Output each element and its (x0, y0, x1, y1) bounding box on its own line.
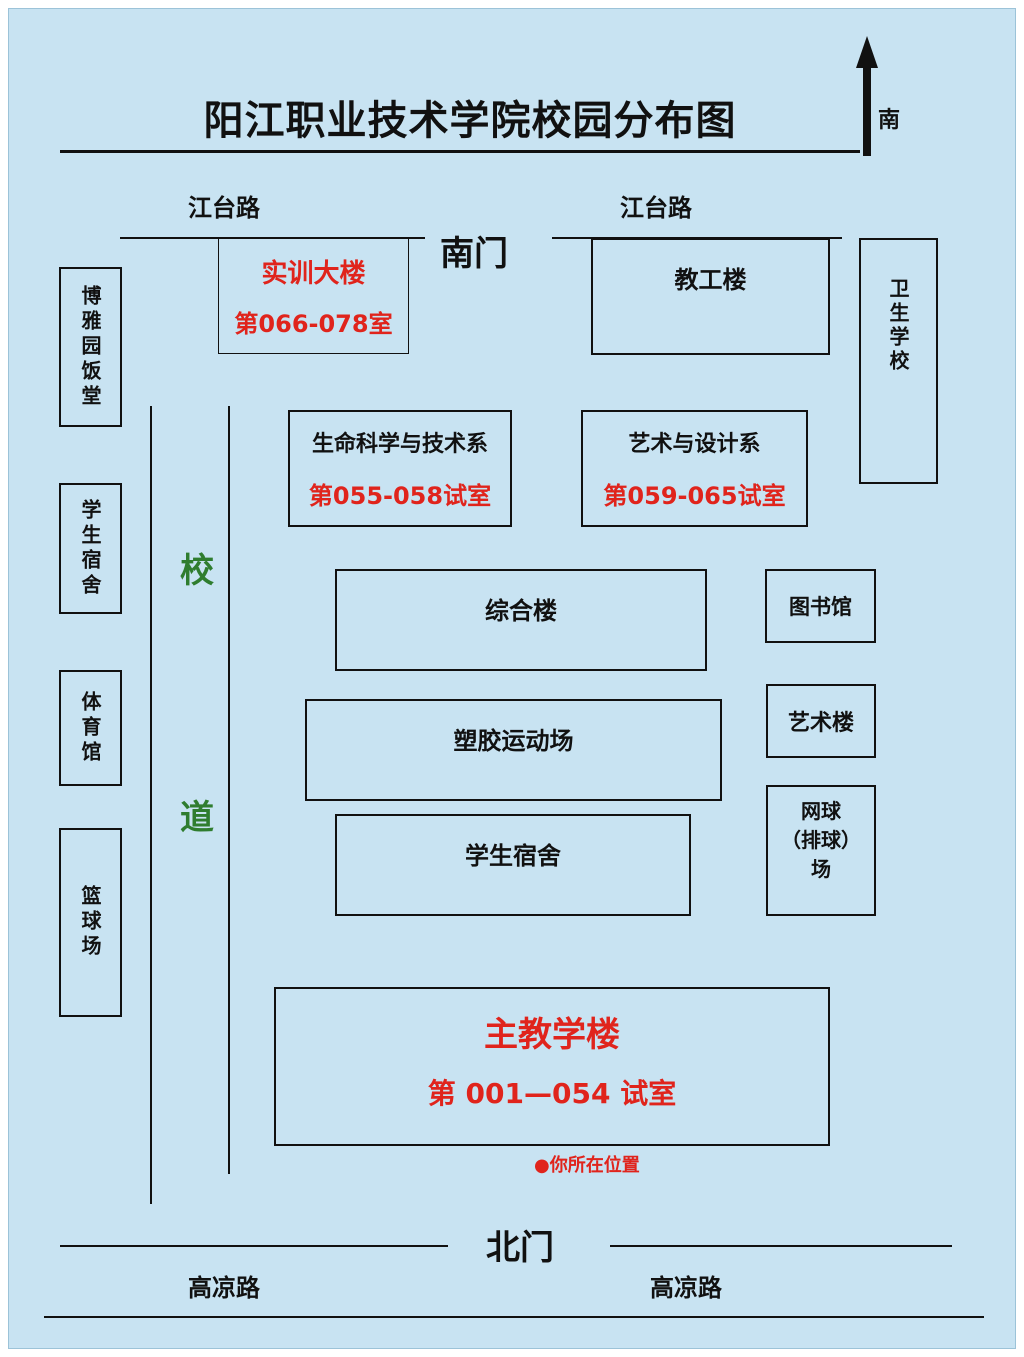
building-health-school-name: 卫生学校 (886, 278, 910, 374)
building-art-name: 艺术楼 (787, 711, 854, 736)
building-canteen-name: 博雅园饭堂 (78, 284, 102, 410)
building-dorm-left[interactable]: 学生宿舍 (59, 483, 122, 614)
campus-road-line-right (228, 406, 230, 1174)
road-label-top-right: 江台路 (620, 194, 692, 222)
map-title: 阳江职业技术学院校园分布图 (203, 98, 737, 144)
building-library[interactable]: 图书馆 (765, 569, 876, 643)
building-training-rooms: 第066-078室 (234, 309, 393, 338)
building-main-teaching-name: 主教学楼 (484, 1015, 620, 1055)
building-art-design-name: 艺术与设计系 (628, 432, 761, 457)
building-art[interactable]: 艺术楼 (766, 684, 876, 758)
building-basketball-name: 篮球场 (78, 885, 102, 960)
campus-road-label-2: 道 (180, 798, 214, 838)
building-health-school[interactable]: 卫生学校 (859, 238, 938, 484)
building-library-name: 图书馆 (789, 595, 852, 619)
building-art-design-rooms: 第059-065试室 (603, 482, 786, 510)
building-tennis[interactable]: 网球 （排球） 场 (766, 785, 876, 916)
building-dorm-center[interactable]: 学生宿舍 (335, 814, 691, 916)
building-tennis-line1: 网球 (801, 799, 841, 823)
building-gym-name: 体育馆 (78, 690, 102, 766)
building-tennis-line2: （排球） (781, 828, 861, 852)
building-main-teaching[interactable]: 主教学楼 第 001—054 试室 (274, 987, 830, 1146)
building-canteen[interactable]: 博雅园饭堂 (59, 267, 122, 427)
building-main-teaching-rooms: 第 001—054 试室 (427, 1077, 677, 1110)
road-label-bottom-left: 高凉路 (188, 1274, 260, 1302)
south-gate-label: 南门 (440, 234, 508, 274)
building-training-name: 实训大楼 (261, 258, 366, 289)
building-track-name: 塑胶运动场 (453, 727, 574, 755)
compass-label: 南 (878, 108, 901, 133)
campus-road-line-left (150, 406, 152, 1204)
building-life-science-name: 生命科学与技术系 (311, 432, 488, 457)
building-tennis-line3: 场 (811, 857, 831, 881)
road-label-bottom-right: 高凉路 (650, 1274, 722, 1302)
you-are-here-marker: ●你所在位置 (534, 1155, 640, 1176)
building-dorm-center-name: 学生宿舍 (465, 842, 561, 870)
road-label-top-left: 江台路 (188, 194, 260, 222)
road-line-bottom-right (610, 1245, 952, 1247)
road-line-top-left (120, 237, 425, 239)
building-complex-name: 综合楼 (485, 597, 557, 625)
campus-map (8, 8, 1016, 1349)
building-gym[interactable]: 体育馆 (59, 670, 122, 786)
building-life-science[interactable]: 生命科学与技术系 第055-058试室 (288, 410, 512, 527)
north-gate-label: 北门 (486, 1228, 554, 1268)
building-staff-name: 教工楼 (674, 266, 747, 294)
road-line-bottom (44, 1316, 984, 1318)
road-line-bottom-left (60, 1245, 448, 1247)
building-training[interactable]: 实训大楼 第066-078室 (218, 238, 409, 354)
building-basketball[interactable]: 篮球场 (59, 828, 122, 1017)
building-track[interactable]: 塑胶运动场 (305, 699, 722, 801)
arrow-up-icon (854, 36, 880, 156)
building-complex[interactable]: 综合楼 (335, 569, 707, 671)
building-dorm-left-name: 学生宿舍 (78, 498, 102, 599)
building-staff[interactable]: 教工楼 (591, 238, 830, 355)
campus-road-label-1: 校 (180, 551, 214, 591)
title-underline (60, 150, 860, 153)
building-life-science-rooms: 第055-058试室 (308, 482, 492, 510)
building-art-design[interactable]: 艺术与设计系 第059-065试室 (581, 410, 808, 527)
